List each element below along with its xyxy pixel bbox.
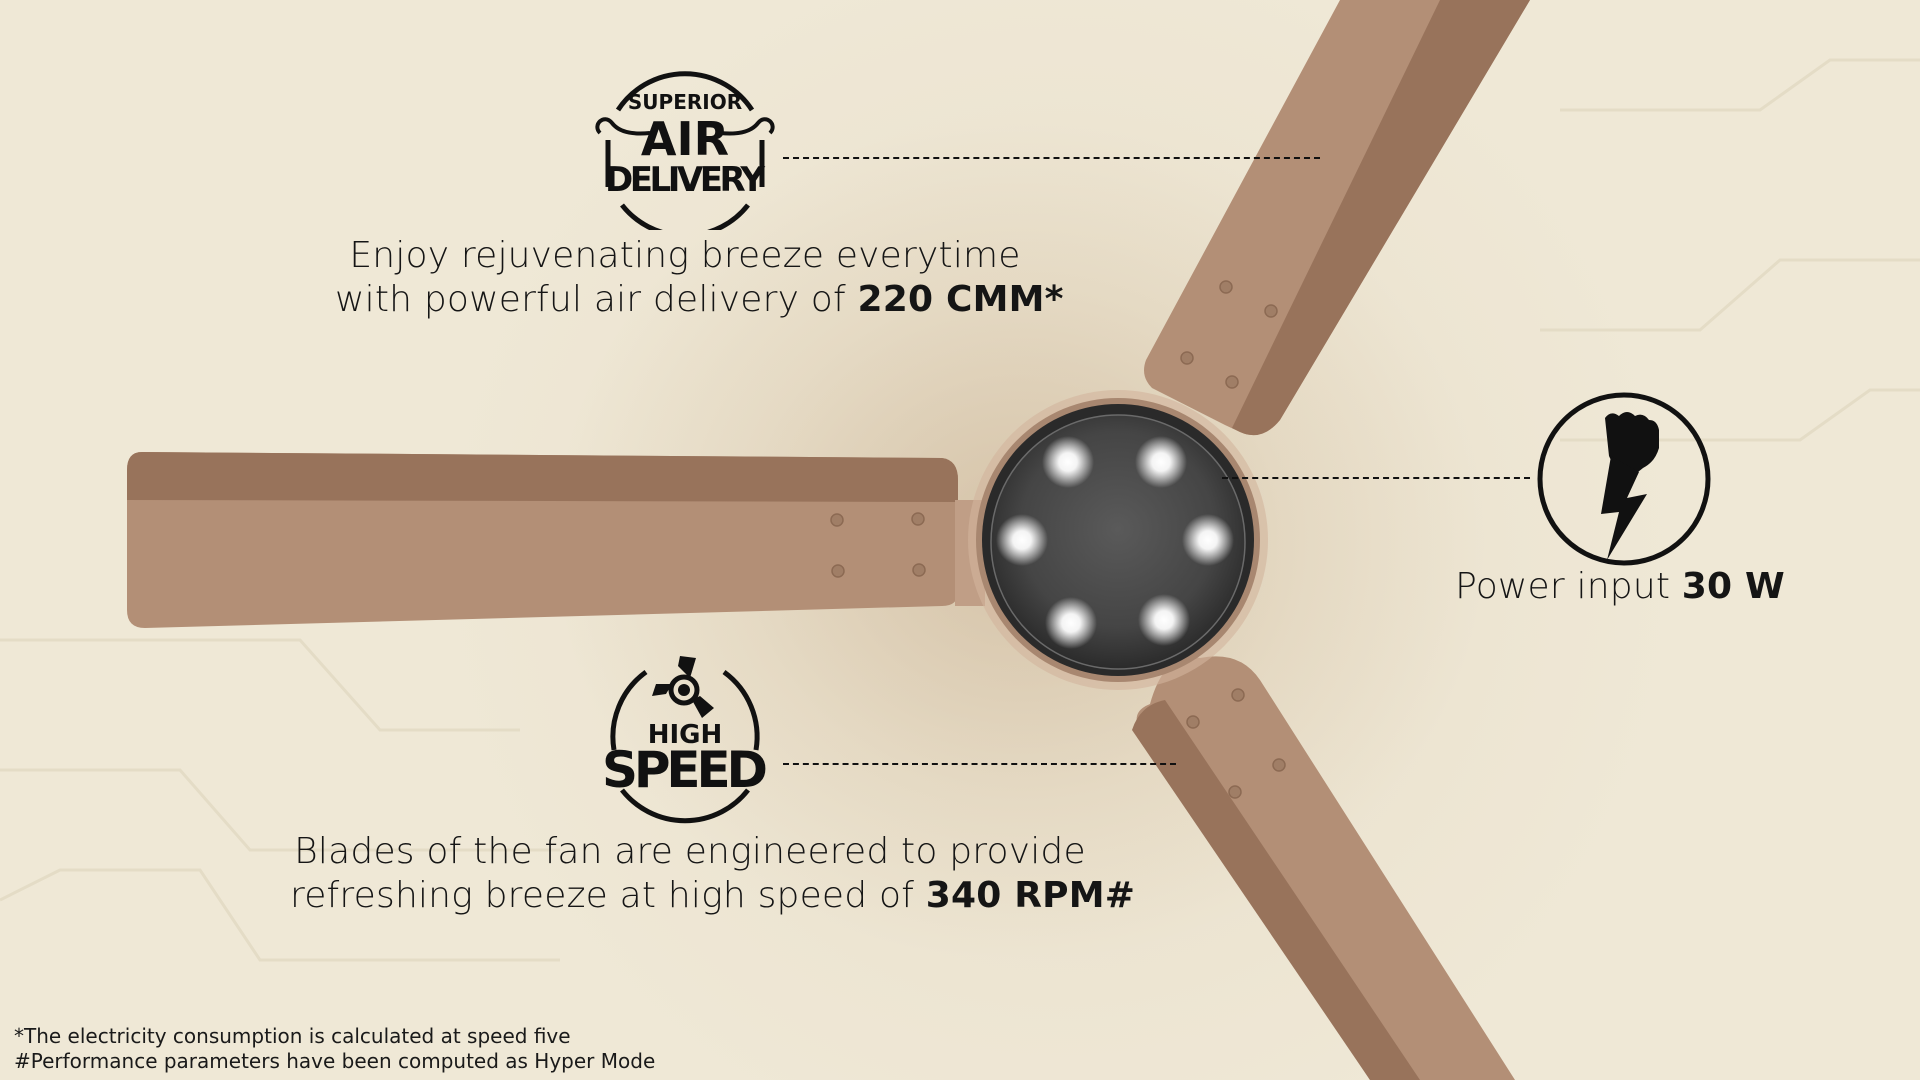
superior-air-delivery-badge: SUPERIOR AIR DELIVERY xyxy=(595,71,775,230)
high-speed-line-2-text: refreshing breeze at high speed of xyxy=(290,875,926,916)
badge-text-high: HIGH xyxy=(648,720,723,750)
footnotes: *The electricity consumption is calculat… xyxy=(14,1024,655,1074)
badge-text-air: AIR xyxy=(641,112,729,166)
high-speed-value: 340 RPM# xyxy=(925,875,1136,916)
high-speed-badge: HIGH SPEED xyxy=(602,656,768,824)
fan-hub xyxy=(968,390,1268,690)
led-lights xyxy=(996,436,1234,649)
air-delivery-pointer-line xyxy=(783,157,1320,159)
power-input-text: Power input xyxy=(1455,566,1682,607)
fan-blade-left xyxy=(127,452,985,628)
high-speed-pointer-line xyxy=(783,763,1176,765)
air-delivery-line-2-text: with powerful air delivery of xyxy=(335,279,858,320)
power-input-value: 30 W xyxy=(1681,566,1785,607)
badge-text-speed: SPEED xyxy=(602,741,768,799)
power-input-badge xyxy=(1537,392,1711,566)
power-input-label: Power input 30 W xyxy=(1420,565,1820,609)
air-delivery-line-2: with powerful air delivery of 220 CMM* xyxy=(335,278,1063,322)
fan-speed-icon xyxy=(652,656,714,718)
power-input-pointer-line xyxy=(1222,477,1530,479)
air-delivery-line-1: Enjoy rejuvenating breeze everytime xyxy=(349,235,1021,276)
high-speed-description: Blades of the fan are engineered to prov… xyxy=(290,830,1135,918)
high-speed-line-1: Blades of the fan are engineered to prov… xyxy=(294,831,1086,872)
fist-lightning-icon xyxy=(1601,412,1659,560)
swirl-ornament-icon xyxy=(595,117,775,136)
footnote-performance: #Performance parameters have been comput… xyxy=(14,1049,656,1073)
badge-text-delivery: DELIVERY xyxy=(605,160,765,200)
air-delivery-description: Enjoy rejuvenating breeze everytime with… xyxy=(335,234,1063,322)
fan-blade-upper-right xyxy=(1144,0,1530,436)
high-speed-line-2: refreshing breeze at high speed of 340 R… xyxy=(290,874,1135,918)
badge-text-superior: SUPERIOR xyxy=(628,90,742,114)
footnote-electricity: *The electricity consumption is calculat… xyxy=(14,1024,571,1048)
air-delivery-value: 220 CMM* xyxy=(857,279,1064,320)
fan-blade-lower-right xyxy=(1132,656,1515,1080)
